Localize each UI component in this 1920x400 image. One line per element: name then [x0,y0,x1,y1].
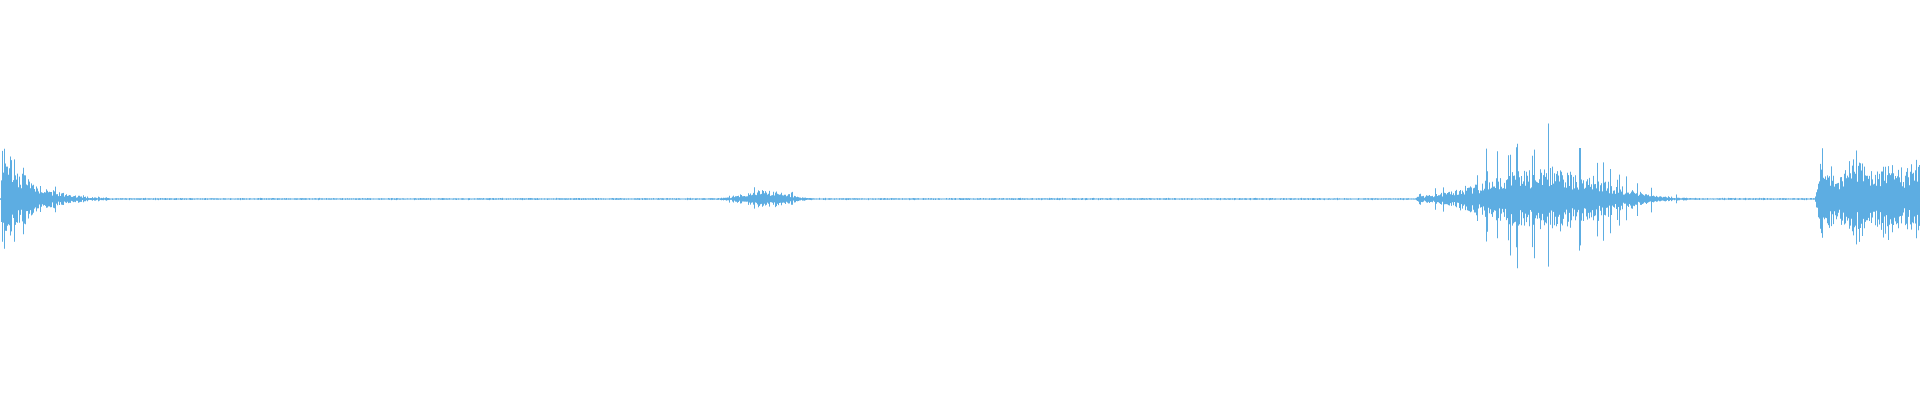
waveform-samples [0,123,1920,269]
waveform-path [0,123,1920,269]
